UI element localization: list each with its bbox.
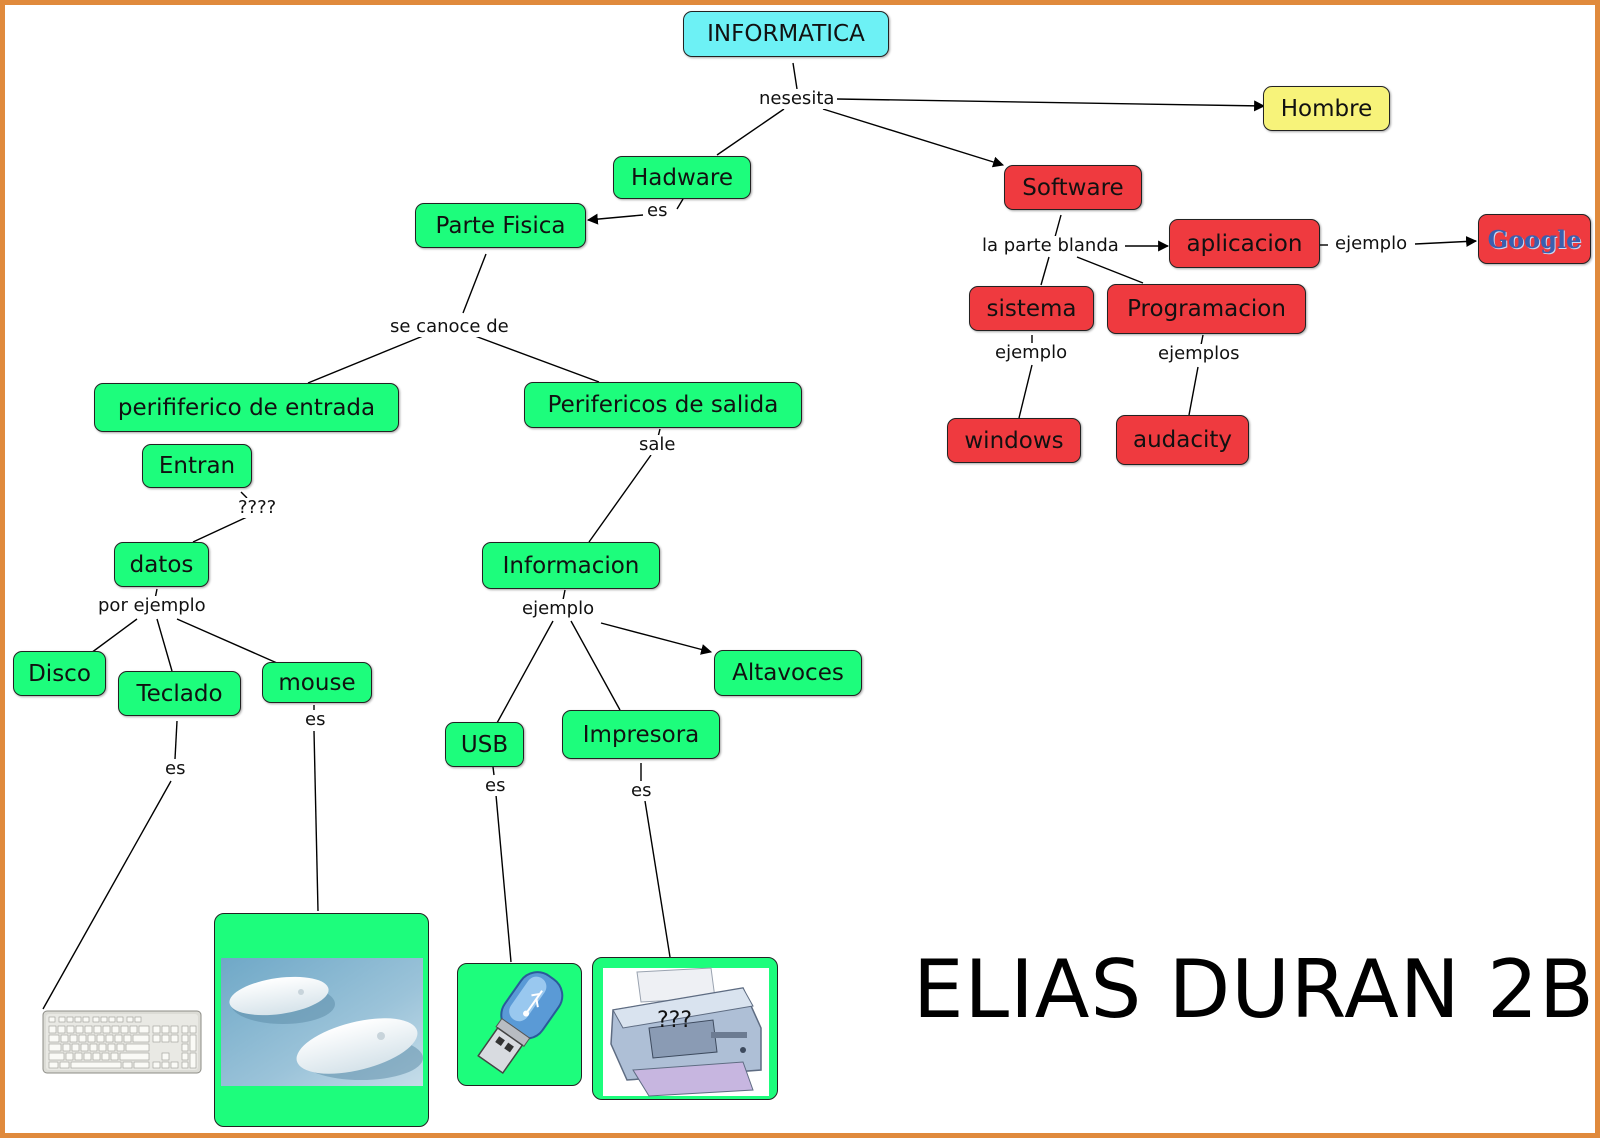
link-label-la-parte-blanda: la parte blanda [980, 235, 1121, 256]
node-datos[interactable]: datos [114, 542, 209, 587]
line-porejemplo-disco [90, 618, 138, 654]
node-disco[interactable]: Disco [13, 651, 106, 696]
line-informacion-ejemplo [562, 589, 566, 601]
line-ejemplo-google [1414, 235, 1478, 247]
node-mouse[interactable]: mouse [262, 662, 372, 703]
node-windows[interactable]: windows [947, 418, 1081, 463]
line-es-partefisica [586, 213, 644, 225]
author-signature: ELIAS DURAN 2B [913, 943, 1595, 1036]
line-es-printerimg [644, 800, 671, 958]
node-software[interactable]: Software [1004, 165, 1142, 210]
node-audacity[interactable]: audacity [1116, 415, 1249, 465]
line-sale-informacion [588, 454, 652, 543]
link-label-es: es [629, 780, 654, 801]
line-es-usbimg [495, 794, 512, 963]
node-usb[interactable]: USB [445, 722, 524, 767]
link-label-ejemplo: ejemplo [993, 342, 1070, 363]
line-partefisica-secanoce [462, 253, 487, 314]
keyboard-icon [42, 1010, 202, 1074]
line-es-mouseimg [313, 730, 319, 912]
line-porejemplo-teclado [156, 618, 173, 672]
line-teclado-es [174, 720, 178, 760]
line-secanoce-salida [474, 335, 600, 383]
mouse-icon [221, 958, 423, 1086]
line-es-keyboard [42, 780, 172, 1010]
line-software-parteblanda [1054, 214, 1062, 238]
usb-image-box[interactable] [457, 963, 582, 1086]
line-hadware-es [676, 198, 684, 210]
line-ejemplos-audacity [1188, 366, 1199, 416]
line-nesesita-software [822, 108, 1005, 168]
node-sistema[interactable]: sistema [969, 286, 1094, 331]
mouse-image-box[interactable] [214, 913, 429, 1127]
link-label-sale: sale [637, 434, 678, 455]
node-parte-fisica[interactable]: Parte Fisica [415, 203, 586, 248]
keyboard-image[interactable] [42, 1008, 202, 1076]
line-informatica-nesesita [792, 62, 798, 90]
link-label-ejemplo: ejemplo [520, 598, 597, 619]
line-ejemplo-impresora [570, 620, 621, 711]
node-altavoces[interactable]: Altavoces [714, 650, 862, 696]
line-programacion-ejemplos [1200, 334, 1204, 346]
node-google[interactable]: Google [1478, 214, 1591, 264]
line-porejemplo-mouse [176, 618, 278, 664]
node-aplicacion[interactable]: aplicacion [1169, 219, 1320, 268]
link-label-nesesita: nesesita [757, 88, 837, 109]
link-label-ejemplo: ejemplo [1333, 233, 1410, 254]
link-label-es: es [645, 200, 670, 221]
line-entran-interrogacion [240, 491, 248, 499]
node-programacion[interactable]: Programacion [1107, 284, 1306, 334]
connector-lines [42, 62, 1478, 1010]
line-ejemplo-windows [1018, 364, 1033, 419]
line-usb-es [492, 766, 495, 776]
line-parteblanda-programacion [1076, 256, 1144, 284]
link-label-es: es [483, 775, 508, 796]
line-ejemplo-usb [496, 620, 554, 724]
link-label-interrogacion: ???? [236, 497, 279, 518]
printer-overlay-text: ??? [657, 1008, 693, 1033]
node-teclado[interactable]: Teclado [118, 671, 241, 716]
node-informacion[interactable]: Informacion [482, 542, 660, 589]
line-secanoce-entrada [307, 335, 424, 384]
node-informatica[interactable]: INFORMATICA [683, 11, 889, 57]
node-impresora[interactable]: Impresora [562, 710, 720, 759]
node-hombre[interactable]: Hombre [1263, 86, 1390, 131]
link-label-ejemplos: ejemplos [1156, 343, 1242, 364]
usb-drive-icon [477, 971, 564, 1075]
node-entran[interactable]: Entran [142, 444, 252, 488]
google-logo-text: Google [1487, 224, 1582, 254]
line-interrogacion-datos [192, 516, 248, 543]
node-perifericos-salida[interactable]: Perifericos de salida [524, 382, 802, 428]
node-periferico-entrada[interactable]: perififerico de entrada [94, 383, 399, 432]
line-parteblanda-sistema [1040, 256, 1050, 286]
link-label-se-canoce-de: se canoce de [388, 316, 511, 337]
link-label-es: es [163, 758, 188, 779]
node-hadware[interactable]: Hadware [613, 156, 751, 199]
line-ejemplo-altavoces [600, 622, 713, 655]
printer-image-box[interactable]: ??? [592, 957, 778, 1100]
line-nesesita-hombre [836, 98, 1266, 112]
printer-icon [603, 967, 769, 1097]
link-label-es: es [303, 709, 328, 730]
line-nesesita-hadware [716, 108, 785, 156]
link-label-por-ejemplo: por ejemplo [96, 595, 208, 616]
